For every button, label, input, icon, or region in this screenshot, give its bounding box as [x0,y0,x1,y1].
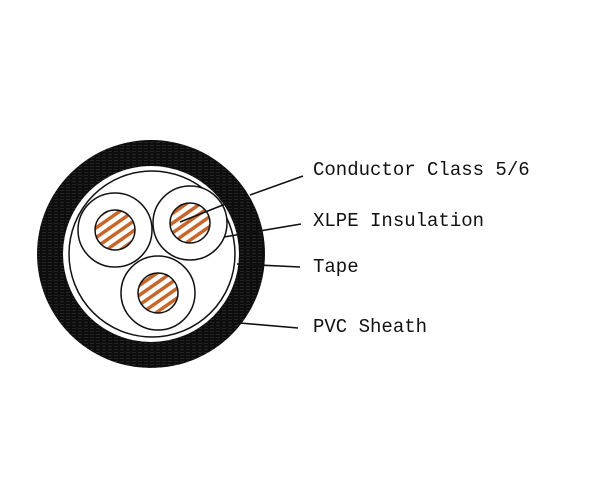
label-insulation: XLPE Insulation [313,210,485,232]
label-sheath: PVC Sheath [313,316,428,338]
conductor-leader-inner [179,202,229,223]
core-1 [77,192,153,268]
conductor-leader [249,175,304,196]
core-3 [120,255,196,331]
label-conductor: Conductor Class 5/6 [313,159,530,181]
core-2 [152,185,228,261]
sheath-leader [239,322,299,329]
insulation-leader [223,223,302,238]
label-tape: Tape [313,256,359,278]
tape-leader [236,263,301,268]
